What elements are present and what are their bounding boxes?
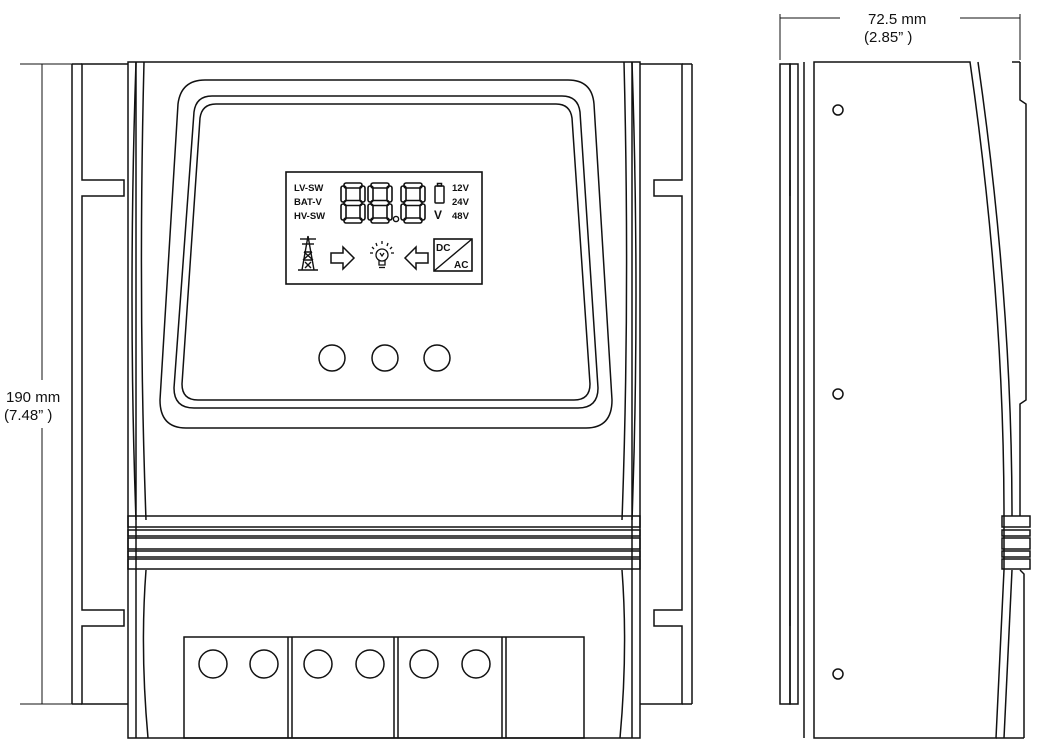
- side-screw-hole: [832, 388, 844, 400]
- side-screw-hole: [832, 668, 844, 680]
- front-button-3[interactable]: [423, 344, 451, 372]
- bulb-icon: [370, 241, 394, 269]
- lcd-voltage-label: 48V: [452, 211, 470, 222]
- lcd-mode-label: LV-SW: [294, 183, 323, 194]
- height-dimension-value: 190 mm: [6, 389, 60, 406]
- depth-dimension-imperial: (2.85” ): [864, 29, 912, 46]
- dc-ac-converter-icon: DC AC: [433, 238, 473, 272]
- lcd-unit: V: [434, 208, 442, 222]
- battery-icon: [434, 182, 445, 204]
- terminal-screw-6[interactable]: [461, 649, 491, 679]
- right-mounting-flange: [640, 63, 693, 705]
- lcd-digit: [340, 182, 366, 224]
- lcd-screen: [285, 171, 483, 285]
- terminal-screw-3[interactable]: [303, 649, 333, 679]
- depth-dimension: 72.5 mm (2.85” ): [779, 11, 1021, 60]
- lcd-mode-label: HV-SW: [294, 211, 325, 222]
- vent-ribs: [127, 515, 641, 570]
- lcd-digit: [400, 182, 426, 224]
- lcd-voltage-label: 24V: [452, 197, 470, 208]
- front-button-1[interactable]: [318, 344, 346, 372]
- terminal-block: [183, 636, 585, 739]
- lcd-content: LV-SW BAT-V HV-SW V 12V 24V 48V: [294, 182, 473, 272]
- converter-ac-label: AC: [454, 260, 468, 271]
- arrow-right-icon: [330, 245, 356, 271]
- side-housing: [813, 61, 1005, 739]
- lcd-mode-label: BAT-V: [294, 197, 322, 208]
- height-dimension-imperial: (7.48” ): [4, 407, 52, 424]
- height-dimension: 190 mm (7.48” ): [4, 63, 128, 705]
- lcd-digit: [367, 182, 393, 224]
- left-mounting-flange: [71, 63, 128, 705]
- power-tower-icon: [298, 235, 318, 271]
- terminal-screw-5[interactable]: [409, 649, 439, 679]
- side-view: [779, 61, 1031, 739]
- arrow-left-icon: [403, 245, 429, 271]
- side-screw-hole: [832, 104, 844, 116]
- front-housing: [127, 61, 641, 739]
- converter-dc-label: DC: [436, 243, 450, 254]
- depth-dimension-value: 72.5 mm: [868, 11, 926, 28]
- front-view: [71, 61, 693, 739]
- lcd-voltage-label: 12V: [452, 183, 470, 194]
- lcd-decimal-point: [392, 215, 400, 223]
- terminal-screw-4[interactable]: [355, 649, 385, 679]
- terminal-screw-1[interactable]: [198, 649, 228, 679]
- front-button-2[interactable]: [371, 344, 399, 372]
- display-bezel: [159, 79, 613, 429]
- terminal-screw-2[interactable]: [249, 649, 279, 679]
